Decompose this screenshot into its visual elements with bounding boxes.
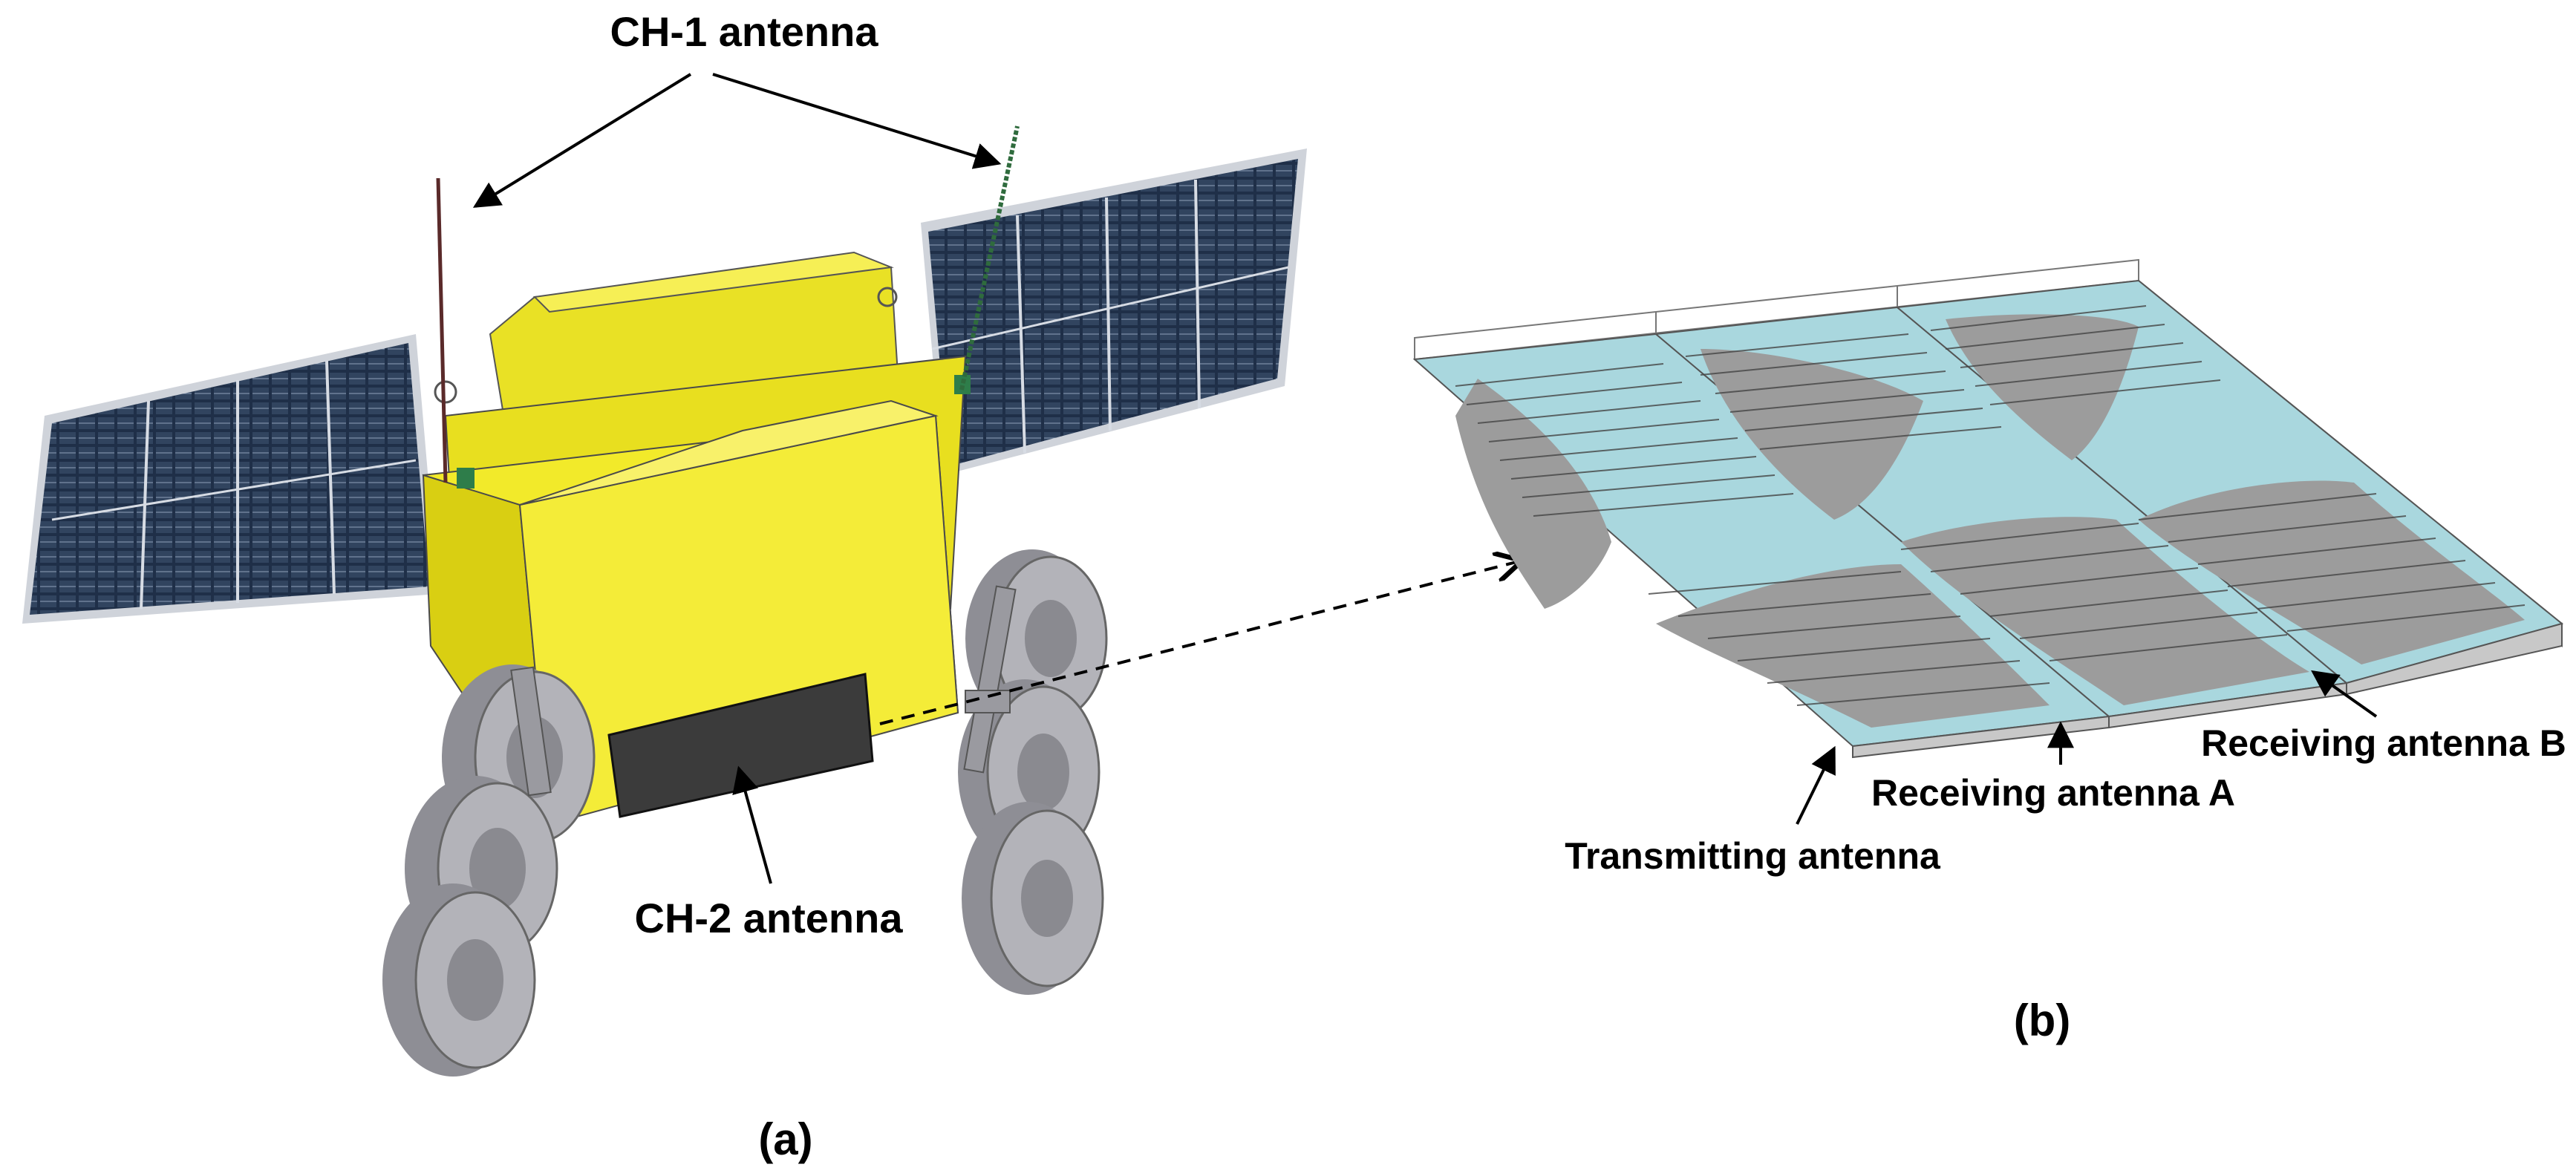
ch2-antenna-label: CH-2 antenna <box>635 895 904 941</box>
ch2-arrow <box>732 765 772 884</box>
wheel <box>962 802 1104 995</box>
receiving-antenna-a-label: Receiving antenna A <box>1871 772 2235 814</box>
left-wheels <box>382 664 596 1077</box>
transmitting-antenna-arrow <box>1796 745 1836 825</box>
antenna-strip-lines <box>1455 305 2526 706</box>
transmitting-antenna-label: Transmitting antenna <box>1565 835 1941 877</box>
ch1-arrow-left <box>472 73 692 208</box>
ch1-antenna-rod-left <box>436 177 448 483</box>
receiving-antenna-b-arrow <box>2311 670 2378 718</box>
panel-b-caption: (b) <box>2014 996 2071 1045</box>
rover-illustration <box>22 125 1307 1077</box>
ch1-antenna-label: CH-1 antenna <box>610 8 879 55</box>
left-solar-panel <box>22 334 438 624</box>
right-wheels <box>958 549 1108 995</box>
receiving-antenna-b-plate <box>1895 279 2564 696</box>
wheel <box>382 883 536 1077</box>
antenna-array-illustration <box>1412 258 2564 759</box>
panel-a-caption: (a) <box>758 1114 812 1164</box>
ch1-arrow-right <box>712 73 1002 169</box>
right-solar-panel <box>921 148 1307 475</box>
ch2-antenna-plate <box>607 673 874 818</box>
ch1-antenna-rod-right <box>959 125 1020 391</box>
receiving-antenna-b-label: Receiving antenna B <box>2201 722 2566 764</box>
